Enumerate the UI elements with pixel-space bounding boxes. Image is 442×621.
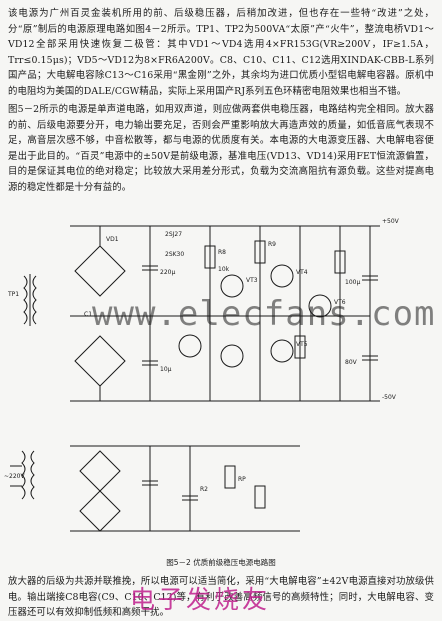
mains-label: ~220V bbox=[4, 473, 25, 480]
part-label: VT4 bbox=[296, 269, 308, 276]
part-label: VD1 bbox=[106, 236, 119, 243]
part-label: R8 bbox=[218, 249, 226, 256]
part-label: 100μ bbox=[345, 279, 360, 286]
rail-label-negative: -50V bbox=[382, 394, 397, 401]
part-label: R9 bbox=[268, 241, 276, 248]
figure-caption: 图5－2 优质前级稳压电源电路图 bbox=[166, 558, 276, 567]
part-label: R2 bbox=[200, 486, 208, 493]
rail-label-positive: +50V bbox=[382, 218, 400, 225]
part-label: 80V bbox=[345, 359, 358, 366]
part-label: RP bbox=[238, 476, 246, 483]
part-label: VT3 bbox=[246, 277, 258, 284]
part-label: 10k bbox=[218, 266, 230, 273]
part-label: C1 bbox=[84, 311, 92, 318]
paragraph-output-stage: 放大器的后级为共源并联推挽，所以电源可以适当简化，采用“大电解电容”±42V电源… bbox=[8, 576, 434, 619]
part-label: 220μ bbox=[160, 269, 175, 276]
part-label: VT6 bbox=[334, 299, 346, 306]
paragraph-circuit-description: 图5－2所示的电源是单声道电路，如用双声道，则应做两套供电稳压器，电路结构完全相… bbox=[8, 104, 434, 193]
paragraph-power-supply-intro: 该电源为广州百灵金装机所用的前、后级稳压器，后稍加改进，但也存在一些特“改进”之… bbox=[8, 8, 434, 97]
transformer-label: TP1 bbox=[7, 291, 19, 298]
part-label: 2SJ27 bbox=[165, 231, 182, 238]
watermark-chinese: 电子发烧友 bbox=[130, 585, 271, 614]
watermark-url: www.elecfans.com bbox=[92, 294, 436, 334]
part-label: 10μ bbox=[160, 366, 172, 373]
circuit-schematic: +50V -50V TP1 ~220V 2SJ27 2SK30 R8 R9 VT… bbox=[4, 218, 400, 532]
part-label: 2SK30 bbox=[165, 251, 184, 258]
part-label: VT5 bbox=[296, 341, 308, 348]
